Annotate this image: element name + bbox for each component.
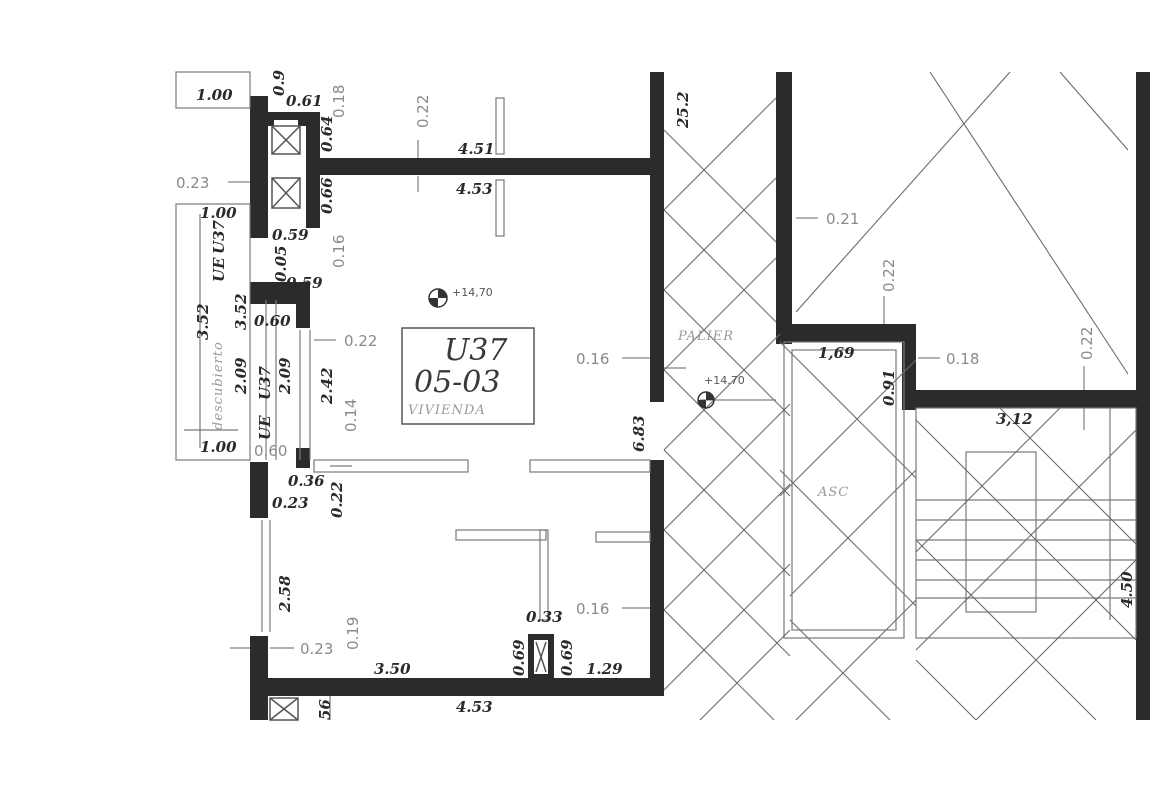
dim-2-58: 2.58 <box>276 575 294 613</box>
dim-0-61: 0.61 <box>286 92 323 110</box>
dim-0-60-b: 0.60 <box>254 442 287 460</box>
wall-bottom <box>250 678 664 696</box>
dim-0-9: 0.9 <box>270 69 288 96</box>
dim-0-66: 0.66 <box>318 177 336 214</box>
dim-2-09-b: 2.09 <box>276 357 294 395</box>
dim-4-50: 4.50 <box>1118 571 1136 608</box>
dim-0-16-b: 0.16 <box>576 350 609 368</box>
dim-0-60-a: 0.60 <box>254 312 291 330</box>
dim-0-91: 0.91 <box>880 369 898 406</box>
wall-core-left <box>776 72 792 344</box>
unit-label-box <box>401 327 535 425</box>
thin-lines <box>175 71 1137 720</box>
dim-1-00-mid: 1.00 <box>200 204 237 222</box>
dim-3-52-b: 3.52 <box>232 293 250 330</box>
dim-0-22-b: 0.22 <box>344 332 377 350</box>
unit-number: 05-03 <box>414 365 500 400</box>
dim-3-52-a: 3.52 <box>194 303 212 340</box>
dim-1-29: 1.29 <box>586 660 623 678</box>
dim-4-51: 4.51 <box>458 140 495 158</box>
wall-core-h1 <box>776 324 916 342</box>
dim-1-00-top: 1.00 <box>196 86 233 104</box>
dim-0-18-b: 0.18 <box>946 350 979 368</box>
dim-0-36: 0.36 <box>288 472 325 490</box>
dim-0-19: 0.19 <box>344 617 362 650</box>
dim-0-64: 0.64 <box>318 115 336 152</box>
ue-label-b: UE <box>256 415 274 440</box>
wall-far-right <box>1136 72 1150 720</box>
dim-3-50: 3.50 <box>374 660 411 678</box>
corridor-hatch <box>663 71 1137 721</box>
dim-0-22-c: 0.22 <box>880 259 898 292</box>
dim-56: 56 <box>316 699 334 720</box>
level-marker-room <box>428 288 448 308</box>
dim-0-22-d: 0.22 <box>1078 327 1096 360</box>
level-palier-label: +14.70 <box>704 374 745 387</box>
wall-notch-post <box>296 304 310 328</box>
wall-shaft-right <box>306 112 320 228</box>
wall-core-h2 <box>902 390 1148 408</box>
wall-left-notch <box>250 282 310 304</box>
ue-label-a: UE <box>210 257 228 282</box>
dimension-texts: 1.00 0.61 4.51 4.53 0.23 1.00 0.59 0.59 … <box>176 86 1033 716</box>
asc-label: ASC <box>817 485 849 500</box>
dim-25-2: 25.2 <box>674 91 692 129</box>
dim-4-53-bot: 4.53 <box>456 698 493 716</box>
dimension-arrows <box>228 140 1085 649</box>
dim-0-22-e: 0.22 <box>328 481 346 518</box>
dim-0-59-a: 0.59 <box>272 226 309 244</box>
dim-0-23-b: 0.23 <box>272 494 309 512</box>
wall-left-small <box>296 448 310 468</box>
walls <box>250 72 1150 720</box>
level-room-label: +14,70 <box>452 286 493 299</box>
dim-3-12: 3,12 <box>996 410 1033 428</box>
dim-0-23-c: 0.23 <box>300 640 333 658</box>
dim-0-59-b: 0.59 <box>286 274 323 292</box>
dim-0-33: 0.33 <box>526 608 563 626</box>
wall-top <box>316 158 664 175</box>
dim-0-16-c: 0.16 <box>576 600 609 618</box>
dim-0-16-a: 0.16 <box>330 235 348 268</box>
dim-1-00-bot: 1.00 <box>200 438 237 456</box>
dim-4-53-top: 4.53 <box>456 180 493 198</box>
dim-0-18-a: 0.18 <box>330 85 348 118</box>
dim-0-23-a: 0.23 <box>176 174 209 192</box>
u37-label-a: U37 <box>210 219 228 254</box>
wall-left-upper <box>250 96 268 238</box>
dim-2-42: 2.42 <box>318 367 336 405</box>
dim-0-69-a: 0.69 <box>510 639 528 676</box>
shaft-markers <box>269 125 547 721</box>
unit-type: VIVIENDA <box>408 403 486 418</box>
dim-6-83: 6.83 <box>630 415 648 452</box>
dim-0-22-a: 0.22 <box>414 95 432 128</box>
dim-0-05: 0.05 <box>272 245 290 282</box>
u37-label-b: U37 <box>256 365 274 400</box>
dim-0-14: 0.14 <box>342 399 360 432</box>
level-marker-palier <box>697 391 715 409</box>
unit-code: U37 <box>444 333 508 368</box>
stairs <box>916 451 1136 613</box>
dim-0-69-b: 0.69 <box>558 639 576 676</box>
descubierto-label: descubierto <box>211 341 226 430</box>
wall-left-mid <box>250 462 268 518</box>
dim-2-09-a: 2.09 <box>232 357 250 395</box>
wall-east-upper <box>650 72 664 402</box>
dim-0-21: 0.21 <box>826 210 859 228</box>
palier-label: PALIER <box>677 329 734 344</box>
dimension-texts-vertical: 0.9 0.18 0.22 25.2 0.64 0.66 0.16 0.05 3… <box>194 69 1136 720</box>
dim-1-69: 1,69 <box>818 344 855 362</box>
wall-east-lower <box>650 460 664 692</box>
